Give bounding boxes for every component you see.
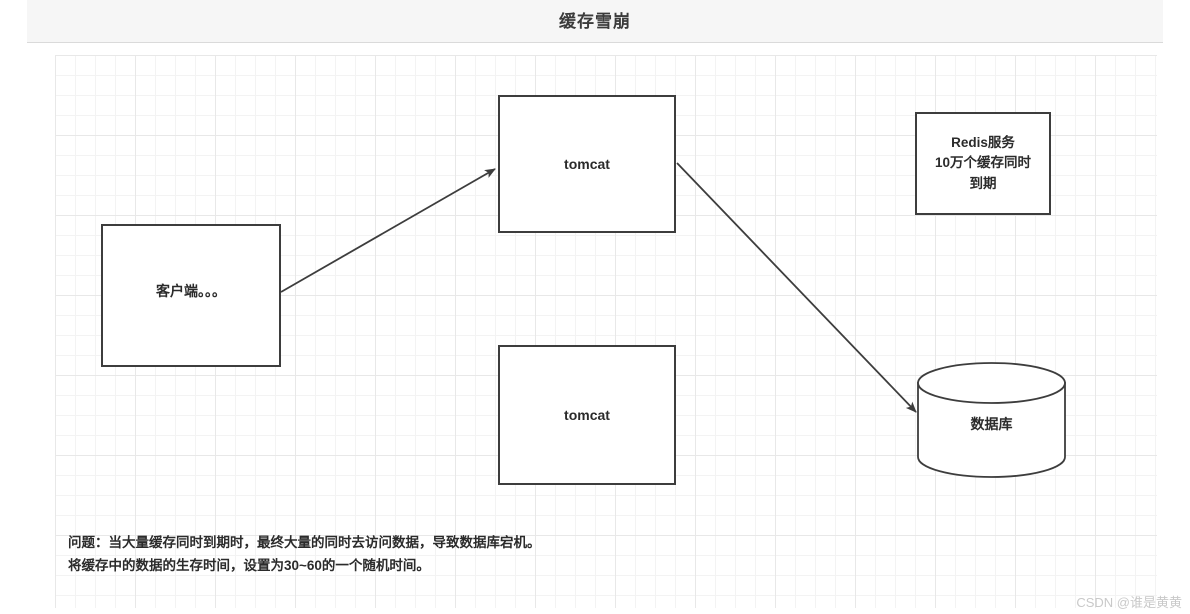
- diagram-canvas[interactable]: 数据库 客户端。。。 tomcat tomcat Redis服务 10万个缓存同…: [27, 43, 1163, 614]
- watermark: CSDN @谁是黄黄: [1076, 595, 1182, 610]
- node-tomcat-top-label: tomcat: [564, 155, 610, 172]
- database-label: 数据库: [970, 416, 1013, 432]
- node-client[interactable]: 客户端。。。: [101, 224, 281, 367]
- shapes-layer: 数据库 客户端。。。 tomcat tomcat Redis服务 10万个缓存同…: [27, 43, 1163, 614]
- node-redis[interactable]: Redis服务 10万个缓存同时 到期: [915, 112, 1051, 215]
- page-title: 缓存雪崩: [559, 12, 631, 31]
- connectors-layer: [280, 162, 917, 413]
- node-redis-label: Redis服务 10万个缓存同时 到期: [934, 135, 1032, 191]
- node-tomcat-bottom-label: tomcat: [564, 406, 610, 423]
- cylinder-body: [917, 382, 1066, 478]
- node-tomcat-top[interactable]: tomcat: [498, 95, 676, 233]
- node-client-label: 客户端。。。: [156, 283, 226, 300]
- edge-tomcat-to-database: [676, 162, 917, 413]
- cylinder-top-ellipse: [917, 362, 1066, 404]
- diagram-note: 问题：当大量缓存同时到期时，最终大量的同时去访问数据，导致数据库宕机。 将缓存中…: [68, 535, 541, 573]
- node-tomcat-bottom[interactable]: tomcat: [498, 345, 676, 485]
- header-bar: 缓存雪崩: [27, 0, 1163, 43]
- database-shape[interactable]: [27, 43, 1163, 614]
- edge-client-to-tomcat: [280, 168, 496, 293]
